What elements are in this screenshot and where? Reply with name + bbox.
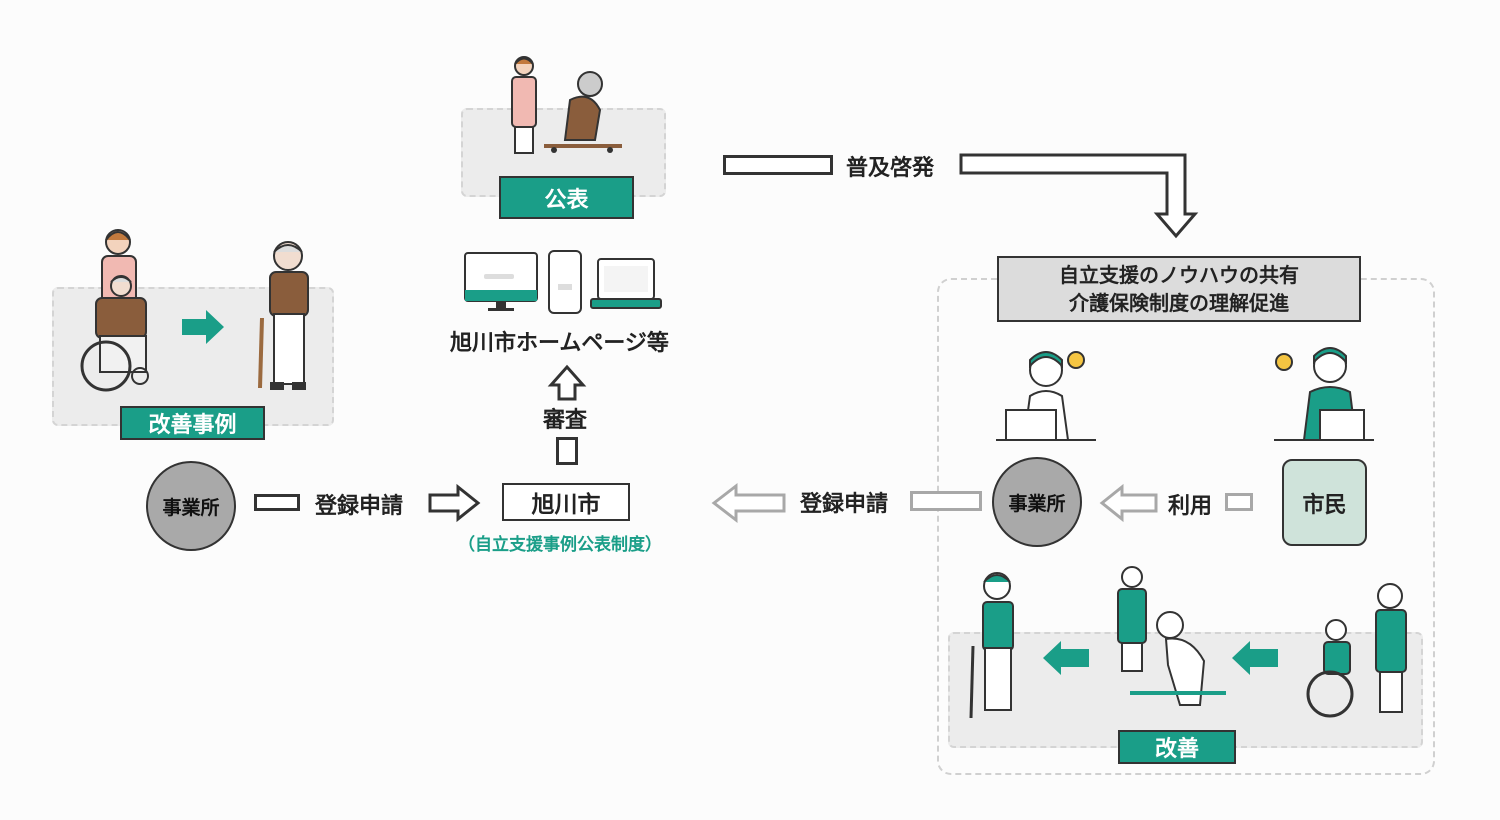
spread-label: 普及啓発 (846, 156, 935, 181)
share-box: 自立支援のノウハウの共有 介護保険制度の理解促進 (997, 256, 1361, 322)
connector-rect-review (556, 437, 578, 465)
share-line1: 自立支援のノウハウの共有 (1059, 263, 1299, 287)
connector-rect-left (254, 494, 300, 511)
city-label: 旭川市 (531, 492, 601, 518)
improve-tag: 改善 (1118, 730, 1236, 764)
connector-rect-top-left (723, 155, 833, 175)
citizen-label: 市民 (1302, 492, 1347, 518)
elder-walking-illustration (258, 241, 309, 390)
outline-right-arrow-icon (428, 483, 481, 523)
smartphone-icon (548, 250, 582, 314)
outline-left-arrow-large-icon (711, 482, 786, 524)
office-circle-left: 事業所 (146, 461, 236, 551)
staff-pink-illustration (511, 56, 537, 154)
citizen-laptop-illustration (1274, 347, 1374, 441)
monitor-icon (464, 252, 538, 311)
apply-label-left: 登録申請 (315, 494, 404, 519)
staff-wheelchair-green-illustration (1306, 583, 1407, 718)
connector-rect-use (1225, 493, 1253, 511)
office-circle-right: 事業所 (992, 457, 1082, 547)
case-tag: 改善事例 (120, 406, 265, 440)
elder-handrail-illustration (544, 71, 622, 153)
staff-and-elder-handrail-illustration (1117, 566, 1226, 706)
review-label: 審査 (543, 408, 588, 433)
use-label: 利用 (1168, 494, 1213, 519)
city-box: 旭川市 (502, 483, 630, 521)
right-arrow-icon (182, 310, 224, 344)
apply-label-right: 登録申請 (800, 492, 889, 517)
green-left-arrow-icon-2 (1232, 641, 1278, 675)
caregiver-wheelchair-illustration (80, 229, 149, 392)
bent-down-arrow-icon (959, 153, 1199, 239)
citizen-box: 市民 (1282, 459, 1367, 546)
share-line2: 介護保険制度の理解促進 (1069, 291, 1289, 315)
outline-up-arrow-icon (547, 364, 587, 401)
connector-rect-apply-right (910, 491, 982, 511)
publish-tag: 公表 (499, 176, 634, 219)
elder-cane-green-illustration (969, 572, 1014, 719)
office-worker-laptop-illustration (996, 351, 1096, 441)
laptop-icon (590, 258, 662, 309)
outline-left-arrow-icon (1099, 483, 1158, 523)
system-note: （自立支援事例公表制度） (458, 535, 662, 555)
green-left-arrow-icon-1 (1043, 641, 1089, 675)
homepage-label: 旭川市ホームページ等 (450, 331, 669, 356)
